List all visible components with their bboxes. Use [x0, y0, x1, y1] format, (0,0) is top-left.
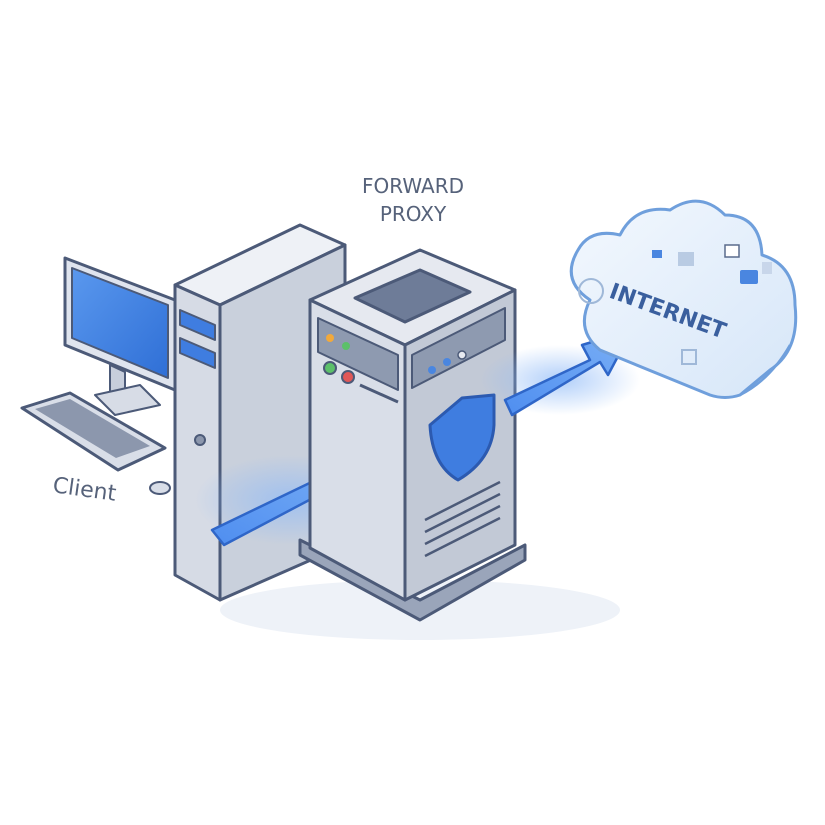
proxy-label-line1: FORWARD: [362, 174, 464, 198]
proxy-label-line2: PROXY: [380, 202, 447, 226]
window-icon: [724, 244, 740, 258]
shield-icon: [428, 393, 496, 482]
sitemap-icon: [652, 250, 662, 258]
folder-icon: [678, 252, 694, 266]
mouse-icon: [149, 481, 171, 495]
file-icon: [681, 349, 697, 365]
chat-icon: [740, 270, 758, 284]
client-monitor: [63, 256, 177, 416]
client-keyboard: [20, 391, 171, 495]
client-label: Client: [51, 473, 118, 507]
proxy-server: [298, 248, 527, 622]
globe-icon: [578, 278, 604, 304]
internet-cloud: [569, 199, 798, 399]
square-icon: [762, 262, 772, 274]
